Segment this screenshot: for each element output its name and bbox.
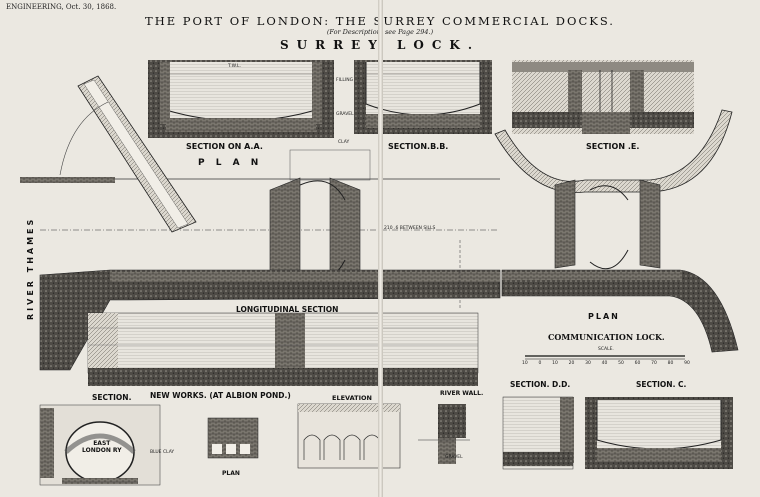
scale-tick: 10 (552, 361, 558, 366)
gravel-label: GRAVEL (336, 112, 354, 117)
river-thames-label: RIVER THAMES (26, 216, 35, 320)
plan-small-label: PLAN (222, 470, 240, 477)
scale-tick: 40 (601, 361, 608, 366)
scale-tick: 10 (522, 361, 528, 366)
gravel-small-label: GRAVEL (445, 455, 463, 460)
scale-tick: 80 (667, 361, 674, 366)
longitudinal-section-label: LONGITUDINAL SECTION (236, 305, 339, 314)
communication-lock-plan (494, 109, 739, 360)
scale-tick: 30 (585, 361, 591, 366)
scale-tick: 60 (634, 361, 641, 366)
section-bb-label: SECTION.B.B. (388, 142, 449, 151)
section-aa-drawing (148, 60, 334, 138)
longitudinal-section-drawing (87, 312, 479, 386)
section-dd-label: SECTION. D.D. (510, 380, 571, 389)
section-left-label: SECTION. (92, 393, 132, 402)
sections-dd-c-drawing (502, 396, 733, 470)
filling-label: FILLING (336, 78, 354, 83)
scale-tick: 0 (538, 361, 542, 366)
between-sills-label: 210 .6 BETWEEN SILLS (384, 226, 436, 231)
section-e-drawing (512, 60, 694, 134)
section-bb-drawing (354, 60, 492, 134)
new-works-drawings (39, 403, 470, 486)
plan-label: P L A N (198, 158, 263, 168)
east-london-label: EAST LONDON RY (82, 440, 122, 454)
communication-lock-label: COMMUNICATION LOCK. (548, 332, 665, 342)
blue-clay-label: BLUE CLAY (150, 450, 175, 455)
surrey-lock-heading: SURREY LOCK. (279, 38, 480, 52)
section-aa-label: SECTION ON A.A. (186, 142, 263, 151)
twl-label: T.W.L. (228, 64, 241, 69)
scale-tick: 90 (684, 361, 690, 366)
scale-tick: 50 (618, 361, 624, 366)
surrey-lock-plan (20, 75, 501, 371)
scale-label: SCALE. (598, 347, 614, 352)
page-header: ENGINEERING, Oct. 30, 1868. (6, 3, 117, 11)
scale-ticks: 10 0 10 20 30 40 50 60 70 80 90 (522, 361, 690, 366)
plan-right-label: PLAN (588, 312, 620, 321)
scale-tick: 20 (568, 361, 575, 366)
section-c-label: SECTION. C. (636, 380, 687, 389)
elevation-label: ELEVATION (332, 394, 372, 402)
clay-label: CLAY (338, 140, 350, 145)
new-works-label: NEW WORKS. (AT ALBION POND.) (150, 391, 291, 400)
river-wall-label: RIVER WALL. (440, 390, 484, 397)
section-e-label: SECTION .E. (586, 142, 640, 151)
scale-tick: 70 (651, 361, 657, 366)
page-fold (378, 0, 383, 497)
